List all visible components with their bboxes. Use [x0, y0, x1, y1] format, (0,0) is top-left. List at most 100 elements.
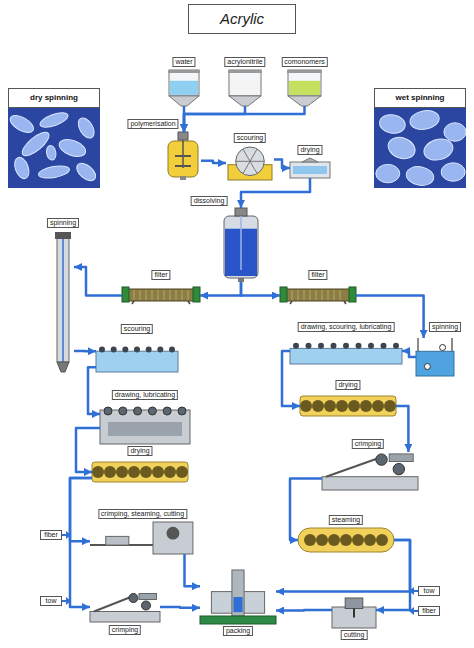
flow-connector: [88, 367, 100, 414]
process-unit: packing: [200, 570, 276, 624]
tank-hopper: [169, 96, 199, 106]
guide-roller: [157, 347, 163, 353]
process-label: crimping: [352, 439, 384, 449]
steam-roller: [340, 534, 352, 546]
stirrer-shaft: [182, 140, 184, 168]
equipment-drawing: [222, 208, 260, 282]
equipment-drawing: [290, 158, 330, 178]
flow-connector: [276, 540, 410, 592]
stirrer-motor: [235, 208, 247, 216]
guide-roller: [306, 343, 312, 349]
process-unit: drawing, scouring, lubricating: [290, 338, 402, 364]
guide-roller: [134, 347, 140, 353]
fiber-cross-section: [441, 163, 465, 181]
tag-pointer-head: [409, 607, 414, 615]
fiber-cross-section: [38, 164, 71, 180]
process-label: water: [172, 57, 195, 67]
dryer-housing: [290, 162, 330, 178]
flow-connector: [70, 478, 92, 607]
flow-connector: [282, 351, 300, 406]
reactor-outlet: [180, 176, 186, 180]
crimper-base: [90, 612, 160, 623]
process-unit: drying: [92, 462, 188, 482]
drying-drum: [348, 400, 360, 412]
flow-connector: [201, 161, 226, 163]
filter-plate: [328, 290, 329, 300]
drying-drum: [300, 400, 312, 412]
tow-feed: [326, 458, 380, 477]
draw-roller: [134, 407, 142, 415]
stream-tag: tow: [418, 586, 440, 596]
flow-connector: [274, 160, 290, 168]
process-label: drying: [297, 145, 322, 155]
process-label: cutting: [341, 630, 368, 640]
tank-hopper: [288, 96, 321, 106]
process-unit: scouring: [96, 340, 178, 372]
stirrer-blade: [175, 156, 191, 166]
process-unit: dissolving: [222, 208, 260, 282]
drying-drum: [152, 466, 164, 478]
filter-plate: [310, 290, 311, 300]
steam-roller: [316, 534, 328, 546]
process-unit: crimping, steaming, cutting: [90, 522, 195, 554]
steam-roller: [364, 534, 376, 546]
tank-body: [288, 70, 321, 96]
tank-body: [169, 70, 199, 96]
tag-text: fiber: [419, 607, 439, 615]
steam-roller: [328, 534, 340, 546]
spinneret-head: [55, 232, 71, 239]
guide-roller: [331, 343, 337, 349]
tank-lid: [168, 70, 200, 73]
tank-hopper: [229, 96, 261, 106]
tag-pointer: [62, 534, 67, 536]
fiber-cross-section: [422, 136, 456, 163]
guide-roller: [169, 347, 175, 353]
cutter-wheel: [167, 527, 180, 540]
filter-plate: [176, 290, 177, 300]
image-caption: dry spinning: [8, 88, 100, 108]
scouring-bath: [96, 351, 178, 372]
process-unit: water: [168, 70, 200, 106]
micrograph-background: [374, 108, 466, 188]
equipment-drawing: [332, 598, 376, 628]
flow-connector: [290, 479, 322, 540]
tag-text: tow: [419, 587, 439, 595]
filter-plate: [322, 290, 323, 300]
filter-plate: [298, 290, 299, 300]
steamer-tube: [298, 528, 394, 552]
flow-connector: [70, 478, 92, 541]
filter-body: [128, 289, 194, 301]
tag-pointer: [62, 600, 67, 602]
process-unit: filter: [122, 287, 200, 304]
guide-roller: [381, 343, 387, 349]
tank-contents: [170, 81, 198, 95]
filter-plate: [292, 290, 293, 300]
process-label: polymerisation: [127, 119, 178, 129]
dryer-housing: [300, 396, 396, 416]
drying-drum: [116, 466, 128, 478]
wash-bath: [290, 348, 402, 364]
drying-drum: [312, 400, 324, 412]
steam-roller: [376, 534, 388, 546]
equipment-drawing: [122, 287, 200, 304]
bath-frame: [418, 338, 452, 351]
press-column: [232, 570, 244, 616]
process-unit: polymerisation: [165, 132, 201, 180]
drawframe-panel: [108, 422, 182, 436]
fiber-cross-section: [409, 108, 441, 131]
drying-drum: [372, 400, 384, 412]
process-unit: spinning: [416, 338, 454, 376]
filter-plate: [182, 290, 183, 300]
process-unit: acrylonitrile: [228, 70, 262, 106]
drum-spoke: [250, 161, 257, 173]
tow-feed: [94, 597, 132, 612]
dissolver-outlet: [238, 278, 244, 282]
guide-roller: [99, 347, 105, 353]
filter-plate: [340, 290, 341, 300]
packing-base: [200, 616, 276, 624]
filter-body: [286, 289, 350, 301]
flow-connector: [183, 106, 186, 132]
steam-roller: [352, 534, 364, 546]
guide-roller: [393, 343, 399, 349]
